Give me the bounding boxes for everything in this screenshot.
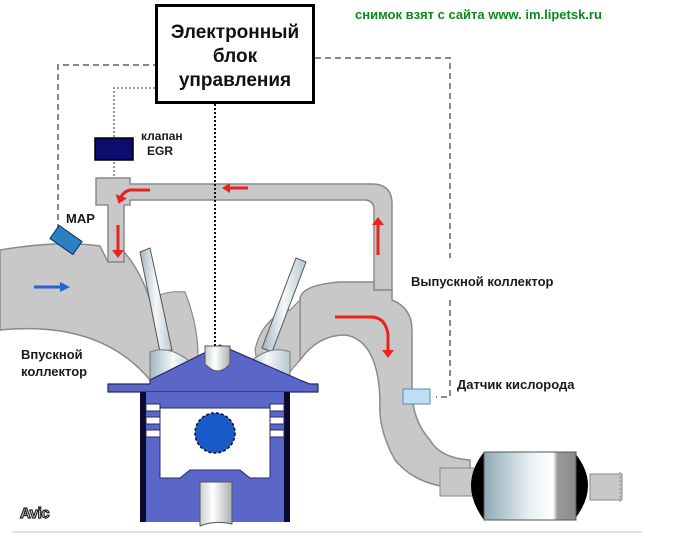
- ecu-label: Электронный блок управления: [170, 22, 300, 91]
- piston-rings: [145, 403, 285, 438]
- piston-pin: [194, 412, 236, 454]
- signal-wires: [57, 57, 451, 398]
- map-sensor-label: MAP: [66, 211, 95, 226]
- cylinder-left-wall: [140, 392, 146, 522]
- o2-signal-wire: [315, 57, 451, 258]
- ecu-box: Электронный блок управления: [155, 4, 315, 104]
- egr-signal-wire: [113, 87, 155, 180]
- flow-arrows: [116, 186, 390, 352]
- piston-cylinder: [107, 344, 319, 527]
- tailpipe-out: [589, 473, 623, 501]
- intake-air-arrow: [34, 282, 70, 292]
- exhaust-manifold: [299, 281, 471, 489]
- watermark: Avic: [19, 504, 50, 522]
- source-note: снимок взят с сайта www. im.lipetsk.ru: [355, 7, 602, 22]
- bottom-divider: [12, 531, 642, 533]
- intake-manifold-label: Впускной коллектор: [21, 347, 88, 379]
- oxygen-sensor-label: Датчик кислорода: [457, 377, 575, 392]
- egr-valve: [94, 137, 134, 161]
- egr-pipe: [95, 177, 393, 291]
- arrow-exhaust-turn: [335, 315, 390, 352]
- cylinder-right-wall: [284, 392, 290, 522]
- catalytic-converter: [471, 451, 588, 521]
- egr-valve-label: клапан EGR: [141, 129, 183, 158]
- o2-signal-wire-lower: [436, 300, 451, 398]
- exhaust-manifold-label: Выпускной коллектор: [411, 274, 554, 289]
- map-sensor: [49, 224, 83, 256]
- oxygen-sensor: [402, 388, 431, 405]
- connecting-rod: [199, 481, 233, 527]
- spark-plug: [204, 345, 231, 372]
- map-signal-wire: [57, 64, 155, 240]
